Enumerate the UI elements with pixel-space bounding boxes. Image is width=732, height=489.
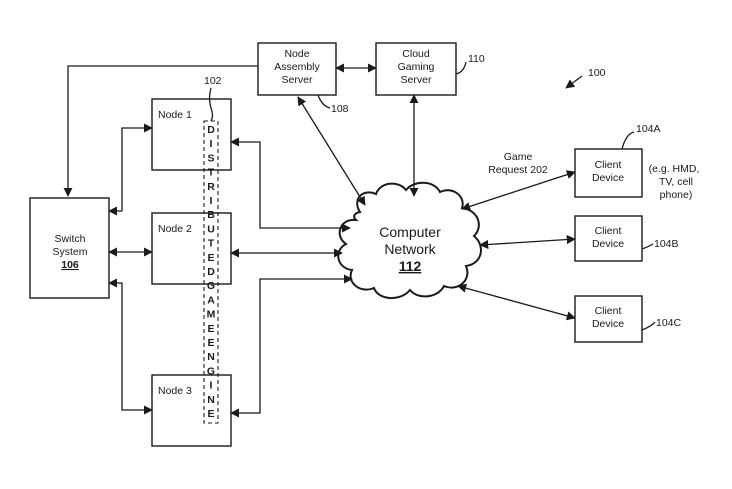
nas-ref: 108 bbox=[331, 103, 349, 115]
engine-letter: S bbox=[207, 152, 214, 164]
network-client-a-arrow bbox=[461, 170, 576, 211]
engine-letter: N bbox=[207, 351, 215, 363]
client-a-line1: Client bbox=[595, 159, 622, 171]
engine-letter: G bbox=[207, 280, 215, 292]
network-ref: 112 bbox=[399, 258, 422, 274]
switch-ref: 106 bbox=[61, 259, 79, 271]
game-request-line2: Request 202 bbox=[488, 164, 548, 176]
engine-ref-leader bbox=[208, 87, 214, 122]
engine-letter: E bbox=[207, 323, 214, 335]
engine-letter: B bbox=[207, 209, 215, 221]
engine-letter: D bbox=[207, 266, 215, 278]
client-c-box bbox=[574, 295, 643, 343]
client-a-note-2: TV, cell bbox=[659, 176, 693, 188]
client-a-note-3: phone) bbox=[660, 189, 693, 201]
figure-ref: 100 bbox=[588, 67, 606, 79]
engine-letter: I bbox=[210, 380, 213, 392]
engine-letter: G bbox=[207, 365, 215, 377]
engine-letter: D bbox=[207, 124, 215, 136]
cgs-line3: Server bbox=[401, 74, 432, 86]
switch-system-box bbox=[29, 197, 110, 299]
node2-label: Node 2 bbox=[158, 223, 192, 235]
cgs-ref: 110 bbox=[468, 53, 485, 65]
engine-letter: R bbox=[207, 181, 215, 193]
nas-line3: Server bbox=[282, 74, 313, 86]
engine-ref: 102 bbox=[204, 75, 222, 87]
node-assembly-server-box bbox=[257, 42, 337, 96]
engine-letter: I bbox=[210, 195, 213, 207]
client-b-line1: Client bbox=[595, 225, 622, 237]
engine-letter: T bbox=[208, 167, 215, 179]
engine-letter: E bbox=[207, 408, 214, 420]
fig-ref-arrow bbox=[565, 75, 583, 89]
client-a-ref: 104A bbox=[636, 123, 661, 135]
engine-letter: A bbox=[207, 294, 215, 306]
node3-label: Node 3 bbox=[158, 385, 192, 397]
node1-network-arrow bbox=[230, 137, 351, 233]
nas-ref-leader bbox=[317, 94, 331, 109]
nas-switch-arrow bbox=[63, 65, 258, 197]
client-c-line2: Device bbox=[592, 318, 624, 330]
network-client-c-arrow bbox=[457, 283, 576, 321]
cgs-line1: Cloud bbox=[402, 48, 430, 60]
client-b-ref-leader bbox=[641, 243, 654, 250]
engine-letter: I bbox=[210, 138, 213, 150]
engine-letter: N bbox=[207, 394, 215, 406]
switch-line1: Switch bbox=[55, 233, 86, 245]
client-c-ref: 104C bbox=[656, 317, 682, 329]
engine-letter: U bbox=[207, 223, 215, 235]
network-line1: Computer bbox=[379, 224, 441, 240]
node3-network-arrow bbox=[230, 274, 353, 418]
engine-letter: M bbox=[207, 309, 216, 321]
network-cloud bbox=[337, 181, 482, 299]
switch-node3-arrow bbox=[108, 278, 153, 415]
client-c-line1: Client bbox=[595, 305, 622, 317]
client-c-ref-leader bbox=[641, 321, 656, 331]
cgs-ref-leader bbox=[455, 61, 467, 75]
engine-letter: T bbox=[208, 238, 215, 250]
client-a-note-1: (e.g. HMD, bbox=[649, 163, 700, 175]
client-a-box bbox=[574, 148, 643, 198]
switch-line2: System bbox=[52, 246, 87, 258]
node1-label: Node 1 bbox=[158, 109, 192, 121]
client-b-box bbox=[574, 215, 643, 262]
cgs-line2: Gaming bbox=[398, 61, 435, 73]
cloud-gaming-server-box bbox=[375, 42, 457, 96]
game-request-line1: Game bbox=[504, 151, 533, 163]
nas-line1: Node bbox=[284, 48, 309, 60]
switch-node1-arrow bbox=[108, 123, 153, 216]
client-b-line2: Device bbox=[592, 238, 624, 250]
nas-line2: Assembly bbox=[274, 61, 320, 73]
network-line2: Network bbox=[384, 241, 436, 257]
engine-letter: E bbox=[207, 337, 214, 349]
client-a-ref-leader bbox=[621, 131, 635, 150]
client-a-line2: Device bbox=[592, 172, 624, 184]
network-client-b-arrow bbox=[479, 234, 576, 250]
client-b-ref: 104B bbox=[654, 238, 679, 250]
engine-letter: E bbox=[207, 252, 214, 264]
